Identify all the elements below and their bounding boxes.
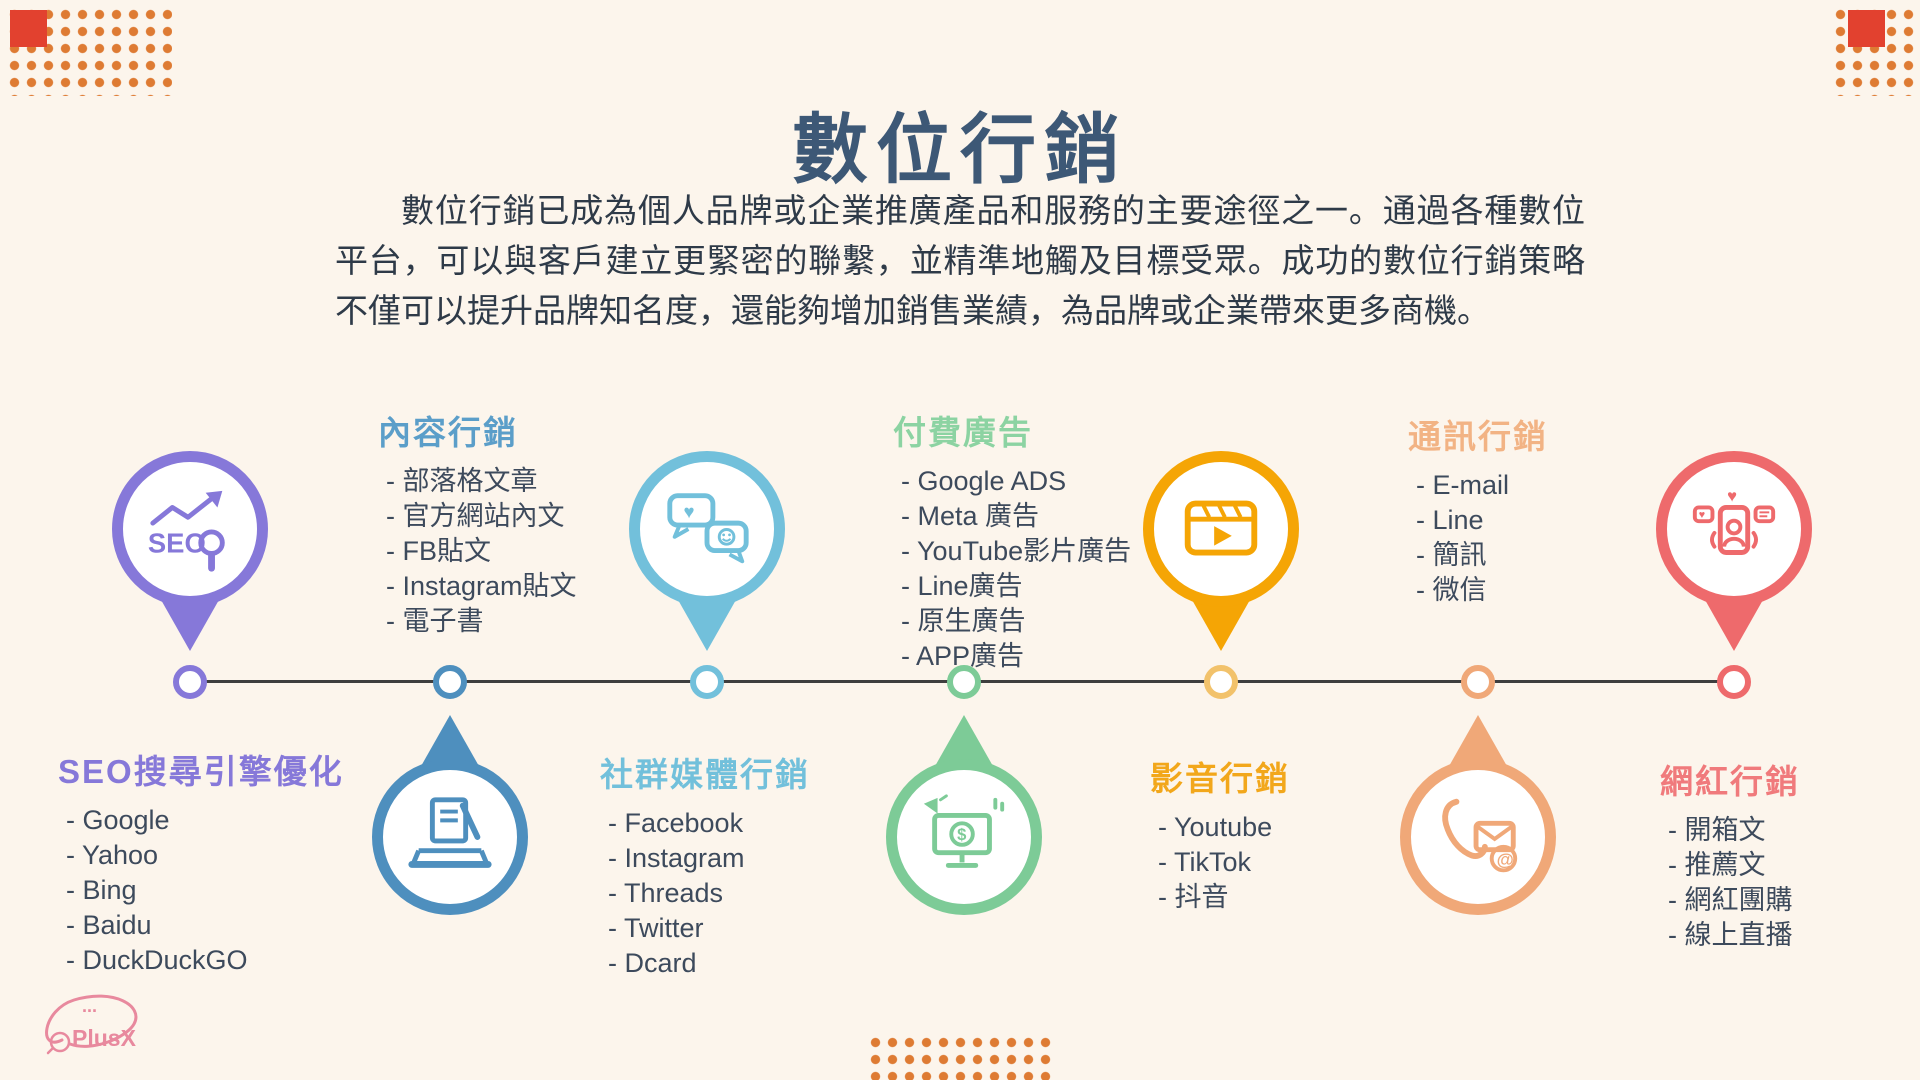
pin-circle: ♥ ♥	[1656, 451, 1812, 607]
list-item: - 抖音	[1158, 882, 1229, 912]
timeline-node-ads	[947, 665, 981, 699]
pin-circle	[1143, 451, 1299, 607]
list-item: - Threads	[608, 878, 724, 908]
influencer-icon: ♥ ♥	[1692, 487, 1776, 555]
svg-text:♥: ♥	[684, 501, 695, 522]
list-item: - Google ADS	[901, 466, 1067, 496]
list-item: - Baidu	[66, 910, 152, 940]
pin-influencer: ♥ ♥	[1656, 451, 1812, 651]
category-list: - Youtube - TikTok - 抖音	[1150, 810, 1290, 915]
list-item: - Facebook	[608, 808, 744, 838]
svg-text:@: @	[1497, 849, 1514, 869]
list-item: - 微信	[1416, 575, 1487, 605]
pin-circle	[372, 759, 528, 915]
list-item: - Twitter	[608, 913, 704, 943]
page-title: 數位行銷	[792, 109, 1128, 193]
list-item: - 部落格文章	[386, 466, 538, 496]
pin-seo: SEO	[112, 451, 268, 651]
timeline-node-content	[433, 665, 467, 699]
list-item: - Youtube	[1158, 812, 1273, 842]
pin-messaging: @	[1400, 715, 1556, 915]
category-list: - E-mail - Line - 簡訊 - 微信	[1408, 468, 1548, 608]
category-title: SEO搜尋引擎優化	[58, 753, 344, 790]
category-title: 付費廣告	[893, 414, 1033, 451]
category-influencer: 網紅行銷 - 開箱文 - 推薦文 - 網紅團購 - 線上直播	[1660, 755, 1800, 953]
content-marketing-icon	[408, 797, 492, 868]
dot-grid-bottom-center	[867, 1034, 1053, 1080]
category-list: - 部落格文章 - 官方網站內文 - FB貼文 - Instagram貼文 - 電子書	[378, 464, 577, 639]
svg-text:♥: ♥	[1699, 509, 1705, 521]
list-item: - YouTube影片廣告	[901, 536, 1132, 566]
list-item: - Line廣告	[901, 571, 1023, 601]
timeline-node-seo	[173, 665, 207, 699]
category-list: - Google ADS - Meta 廣告 - YouTube影片廣告 - Line…	[893, 464, 1131, 674]
svg-text:♥: ♥	[1727, 487, 1737, 506]
list-item: - FB貼文	[386, 536, 491, 566]
video-marketing-icon	[1184, 500, 1258, 556]
list-item: - 網紅團購	[1668, 885, 1793, 915]
category-title: 內容行銷	[378, 414, 518, 451]
svg-text:$: $	[957, 825, 967, 844]
list-item: - Meta 廣告	[901, 501, 1040, 531]
category-title: 社群媒體行銷	[600, 756, 810, 793]
pin-circle: $	[886, 759, 1042, 915]
timeline-node-messaging	[1461, 665, 1495, 699]
category-messaging: 通訊行銷 - E-mail - Line - 簡訊 - 微信	[1408, 410, 1548, 608]
list-item: - 推薦文	[1668, 850, 1766, 880]
list-item: - Bing	[66, 875, 137, 905]
list-item: - 官方網站內文	[386, 501, 565, 531]
seo-icon-label: SEO	[148, 528, 206, 559]
pin-video-marketing	[1143, 451, 1299, 651]
list-item: - Dcard	[608, 948, 697, 978]
category-content-marketing: 內容行銷 - 部落格文章- 官方網站內文- FB貼文- Instagram貼文-…	[378, 406, 577, 639]
list-item: - DuckDuckGO	[66, 945, 248, 975]
list-item: - 開箱文	[1668, 815, 1766, 845]
pin-circle: @	[1400, 759, 1556, 915]
list-item: - 電子書	[386, 606, 484, 636]
timeline-node-influencer	[1717, 665, 1751, 699]
category-list: - Facebook - Instagram - Threads - Twitter -…	[600, 806, 810, 981]
list-item: - Line	[1416, 505, 1484, 535]
list-item: - 線上直播	[1668, 920, 1793, 950]
paid-ads-icon: $	[923, 794, 1005, 868]
timeline-node-video	[1204, 665, 1238, 699]
list-item: - Google	[66, 805, 170, 835]
plusx-logo: ... PlusX	[45, 994, 138, 1055]
category-title: 通訊行銷	[1408, 418, 1548, 455]
pin-circle: ♥	[629, 451, 785, 607]
pin-content-marketing	[372, 715, 528, 915]
logo-text: PlusX	[72, 1025, 137, 1051]
pin-social-media: ♥	[629, 451, 785, 651]
category-list: - Google - Yahoo - Bing - Baidu - DuckDuckGO	[58, 803, 344, 978]
list-item: - APP廣告	[901, 641, 1025, 671]
category-seo: SEO搜尋引擎優化 - Google- Yahoo- Bing- Baidu- …	[58, 745, 344, 978]
seo-icon: SEO	[148, 490, 225, 572]
corner-square-top-right	[1848, 10, 1885, 47]
list-item: - TikTok	[1158, 847, 1252, 877]
intro-paragraph: 數位行銷已成為個人品牌或企業推廣產品和服務的主要途徑之一。通過各種數位平台，可以…	[335, 192, 1585, 329]
list-item: - Yahoo	[66, 840, 159, 870]
list-item: - E-mail	[1416, 470, 1509, 500]
list-item: - 原生廣告	[901, 606, 1026, 636]
pin-paid-ads: $	[886, 715, 1042, 915]
list-item: - Instagram	[608, 843, 745, 873]
timeline-node-social	[690, 665, 724, 699]
category-social-media: 社群媒體行銷 - Facebook - Instagram - Threads - T…	[600, 748, 810, 981]
category-paid-ads: 付費廣告 - Google ADS- Meta 廣告- YouTube影片廣告-…	[893, 406, 1131, 674]
messaging-icon: @	[1442, 798, 1518, 873]
category-list: - 開箱文 - 推薦文 - 網紅團購 - 線上直播	[1660, 813, 1800, 953]
category-video-marketing: 影音行銷 - Youtube - TikTok - 抖音	[1150, 752, 1290, 915]
list-item: - Instagram貼文	[386, 571, 577, 601]
category-title: 網紅行銷	[1660, 763, 1800, 800]
logo-dots: ...	[82, 996, 97, 1016]
category-title: 影音行銷	[1150, 760, 1290, 797]
list-item: - 簡訊	[1416, 540, 1487, 570]
social-media-icon: ♥	[667, 493, 749, 564]
corner-square-top-left	[10, 10, 47, 47]
pin-circle: SEO	[112, 451, 268, 607]
